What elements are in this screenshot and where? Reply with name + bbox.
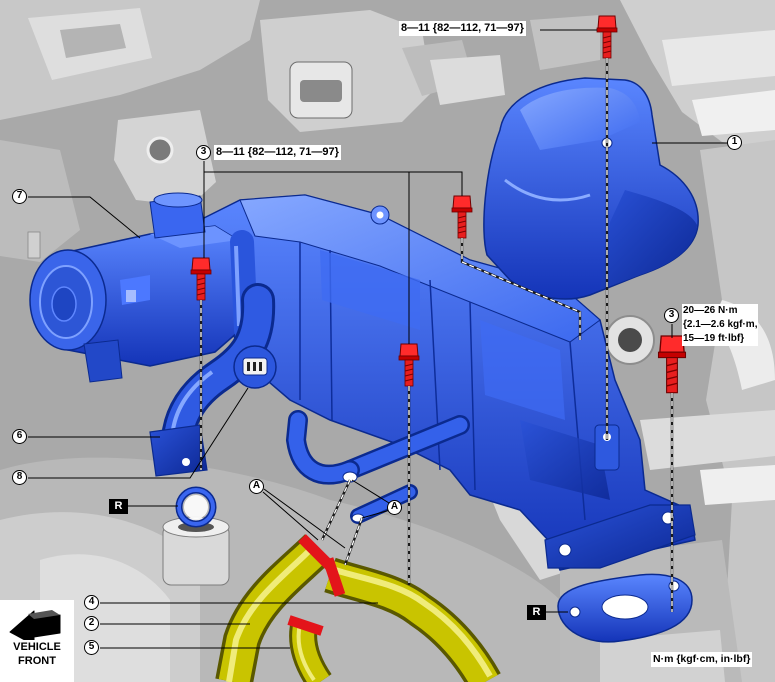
callout-4: 4 — [84, 595, 99, 610]
torque-spec-right-line-1: 20—26 N·m — [683, 305, 738, 316]
callout-1: 1 — [727, 135, 742, 150]
torque-spec-right-line-3: 15—19 ft·lbf} — [683, 333, 745, 344]
torque-spec-top: 8—11 {82—112, 71—97} — [399, 21, 526, 36]
torque-spec-right: 20—26 N·m {2.1—2.6 kgf·m, 15—19 ft·lbf} — [682, 304, 759, 346]
vehicle-front-line-1: VEHICLE — [13, 641, 61, 653]
connector-item-8 — [233, 345, 277, 389]
callout-3-left: 3 — [196, 145, 211, 160]
marker-a-left: A — [249, 479, 264, 494]
callout-6: 6 — [12, 429, 27, 444]
coolant-hoses — [215, 534, 501, 682]
leader-callout-7 — [28, 196, 141, 239]
callout-3-right: 3 — [664, 308, 679, 323]
torque-units-legend: N·m {kgf·cm, in·lbf} — [651, 652, 753, 667]
bolt-egr-valve — [190, 257, 212, 301]
hose-clamp-band-3 — [287, 615, 324, 636]
leader-marker-a-right — [351, 479, 391, 519]
egr-pipe-item-6 — [149, 283, 276, 477]
gasket-plate — [557, 573, 693, 643]
badge-r-right: R — [527, 605, 546, 620]
gasket-ring — [175, 486, 217, 528]
hose-clamp-band-2 — [322, 557, 346, 597]
callout-5: 5 — [84, 640, 99, 655]
vehicle-front-label: VEHICLE FRONT — [4, 640, 70, 668]
leader-callout-3-left — [203, 161, 463, 344]
coolant-tubes — [285, 410, 470, 524]
bolt-heat-shield — [596, 15, 618, 59]
heat-shield — [483, 77, 699, 300]
vehicle-front-line-2: FRONT — [18, 655, 56, 667]
alignment-axes — [199, 58, 674, 612]
callout-2: 2 — [84, 616, 99, 631]
hose-item-2 — [215, 534, 332, 682]
marker-a-right: A — [387, 500, 402, 515]
badge-r-left: R — [109, 499, 128, 514]
bolt-flange-right — [657, 335, 687, 394]
callout-7: 7 — [12, 189, 27, 204]
callout-8: 8 — [12, 470, 27, 485]
leader-callout-8 — [28, 387, 249, 479]
leader-marker-a-left — [262, 488, 346, 549]
torque-spec-right-line-2: {2.1—2.6 kgf·m, — [683, 319, 758, 330]
torque-spec-left: 8—11 {82—112, 71—97} — [214, 145, 341, 160]
leader-lines — [28, 29, 727, 649]
egr-cooler — [198, 194, 696, 571]
hose-item-4 — [324, 557, 501, 682]
